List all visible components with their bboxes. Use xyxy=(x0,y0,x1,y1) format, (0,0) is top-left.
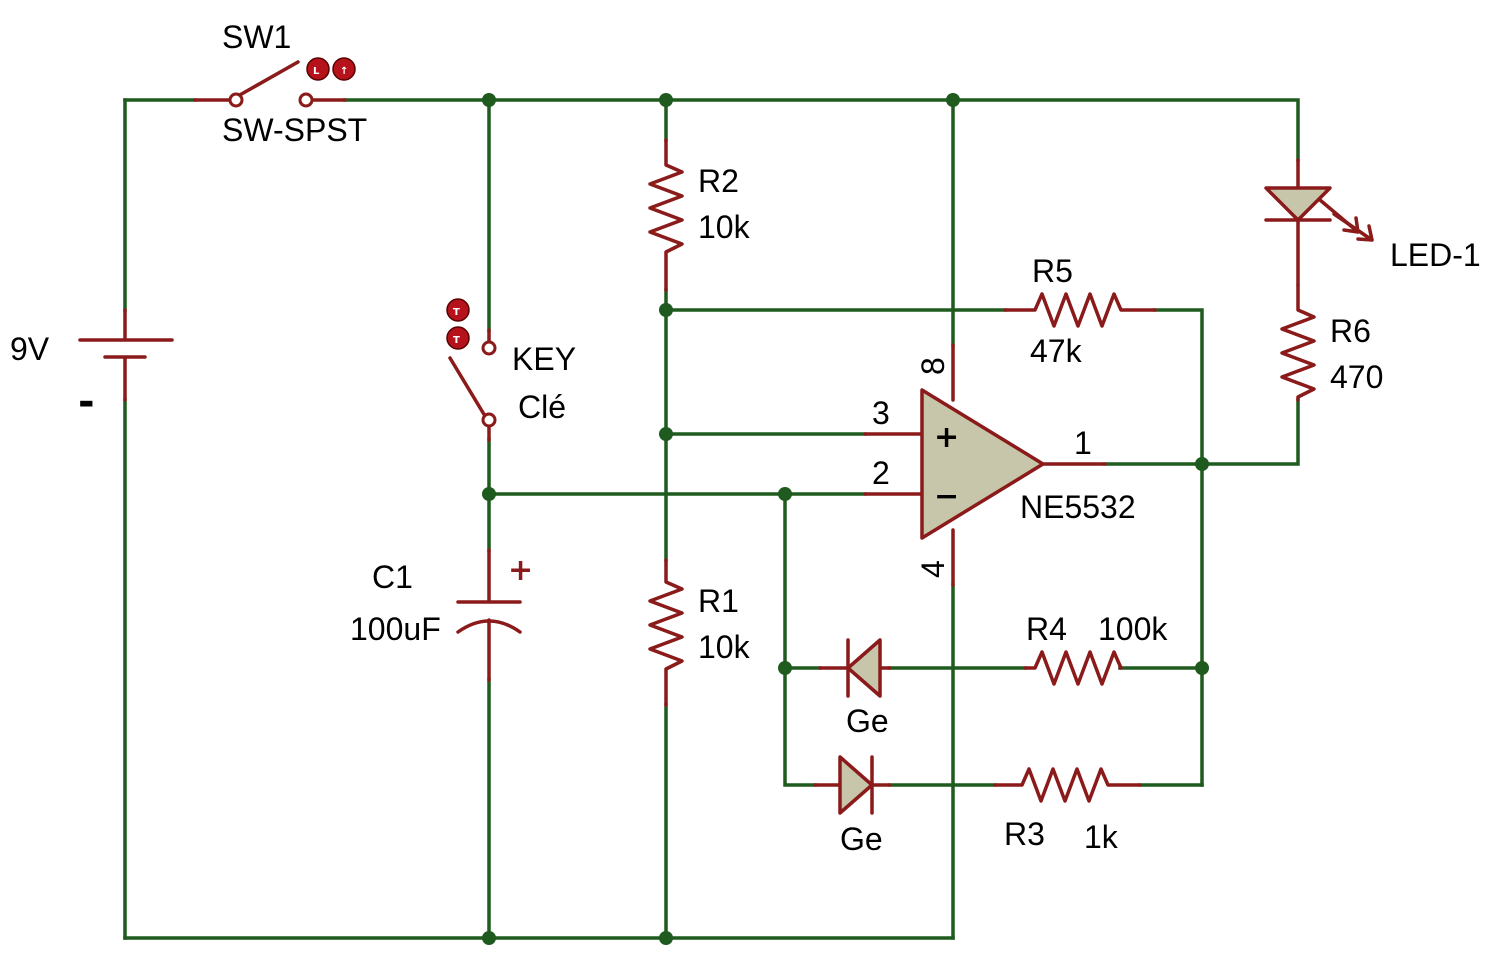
opamp-part: NE5532 xyxy=(1020,489,1136,525)
resistor-r5: R5 47k xyxy=(1003,253,1157,369)
resistor-r4: R4 100k xyxy=(1023,611,1168,686)
r2-ref: R2 xyxy=(698,163,739,199)
switch-key: T T KEY Clé xyxy=(446,298,576,442)
c1-value: 100uF xyxy=(350,611,441,647)
diode-upper: Ge xyxy=(818,638,892,739)
sw1-ref: SW1 xyxy=(222,19,291,55)
diode-lower: Ge xyxy=(813,755,892,857)
key-pin-marker-2 xyxy=(446,326,470,350)
svg-text:T: T xyxy=(453,335,460,346)
r6-ref: R6 xyxy=(1330,313,1371,349)
opamp-minus: − xyxy=(934,479,959,514)
opamp-ne5532: + − 3 2 1 8 4 NE5532 xyxy=(863,343,1136,587)
resistor-r1: R1 10k xyxy=(648,558,751,707)
r5-ref: R5 xyxy=(1032,253,1073,289)
led-1: LED-1 xyxy=(1264,158,1481,287)
battery-minus: - xyxy=(78,379,95,425)
battery-voltage: 9V xyxy=(10,331,50,367)
opamp-pin-3: 3 xyxy=(872,395,890,431)
led-ref: LED-1 xyxy=(1390,237,1481,273)
diode-upper-label: Ge xyxy=(846,703,889,739)
opamp-pin-4: 4 xyxy=(915,560,951,578)
r3-value: 1k xyxy=(1084,819,1119,855)
svg-text:T: T xyxy=(453,307,460,318)
key-value: Clé xyxy=(518,389,566,425)
opamp-plus: + xyxy=(934,420,959,455)
resistor-r6: R6 470 xyxy=(1280,283,1383,402)
r2-value: 10k xyxy=(698,209,751,245)
diode-lower-label: Ge xyxy=(840,821,883,857)
key-ref: KEY xyxy=(512,341,576,377)
r5-value: 47k xyxy=(1030,333,1083,369)
switch-sw1: L ↑ SW1 SW-SPST xyxy=(193,19,367,148)
c1-plus: + xyxy=(508,553,533,588)
r4-value: 100k xyxy=(1098,611,1168,647)
opamp-pin-8: 8 xyxy=(915,357,951,375)
junction-dots xyxy=(482,93,1209,945)
resistor-r2: R2 10k xyxy=(648,138,751,292)
r6-value: 470 xyxy=(1330,359,1383,395)
opamp-pin-2: 2 xyxy=(872,455,890,491)
opamp-pin-1: 1 xyxy=(1074,425,1092,461)
svg-text:L: L xyxy=(313,66,320,77)
wires xyxy=(123,98,1300,940)
r3-ref: R3 xyxy=(1004,816,1045,852)
sw1-pin-marker-2 xyxy=(332,57,356,81)
sw1-type: SW-SPST xyxy=(222,112,367,148)
c1-ref: C1 xyxy=(372,559,413,595)
r4-ref: R4 xyxy=(1026,611,1067,647)
svg-text:↑: ↑ xyxy=(340,66,348,77)
capacitor-c1: + C1 100uF xyxy=(350,548,533,682)
r1-ref: R1 xyxy=(698,583,739,619)
key-pin-marker-1 xyxy=(446,298,470,322)
battery: 9V - xyxy=(10,308,174,425)
sw1-pin-marker-1 xyxy=(306,57,330,81)
resistor-r3: R3 1k xyxy=(993,767,1142,855)
r1-value: 10k xyxy=(698,629,751,665)
